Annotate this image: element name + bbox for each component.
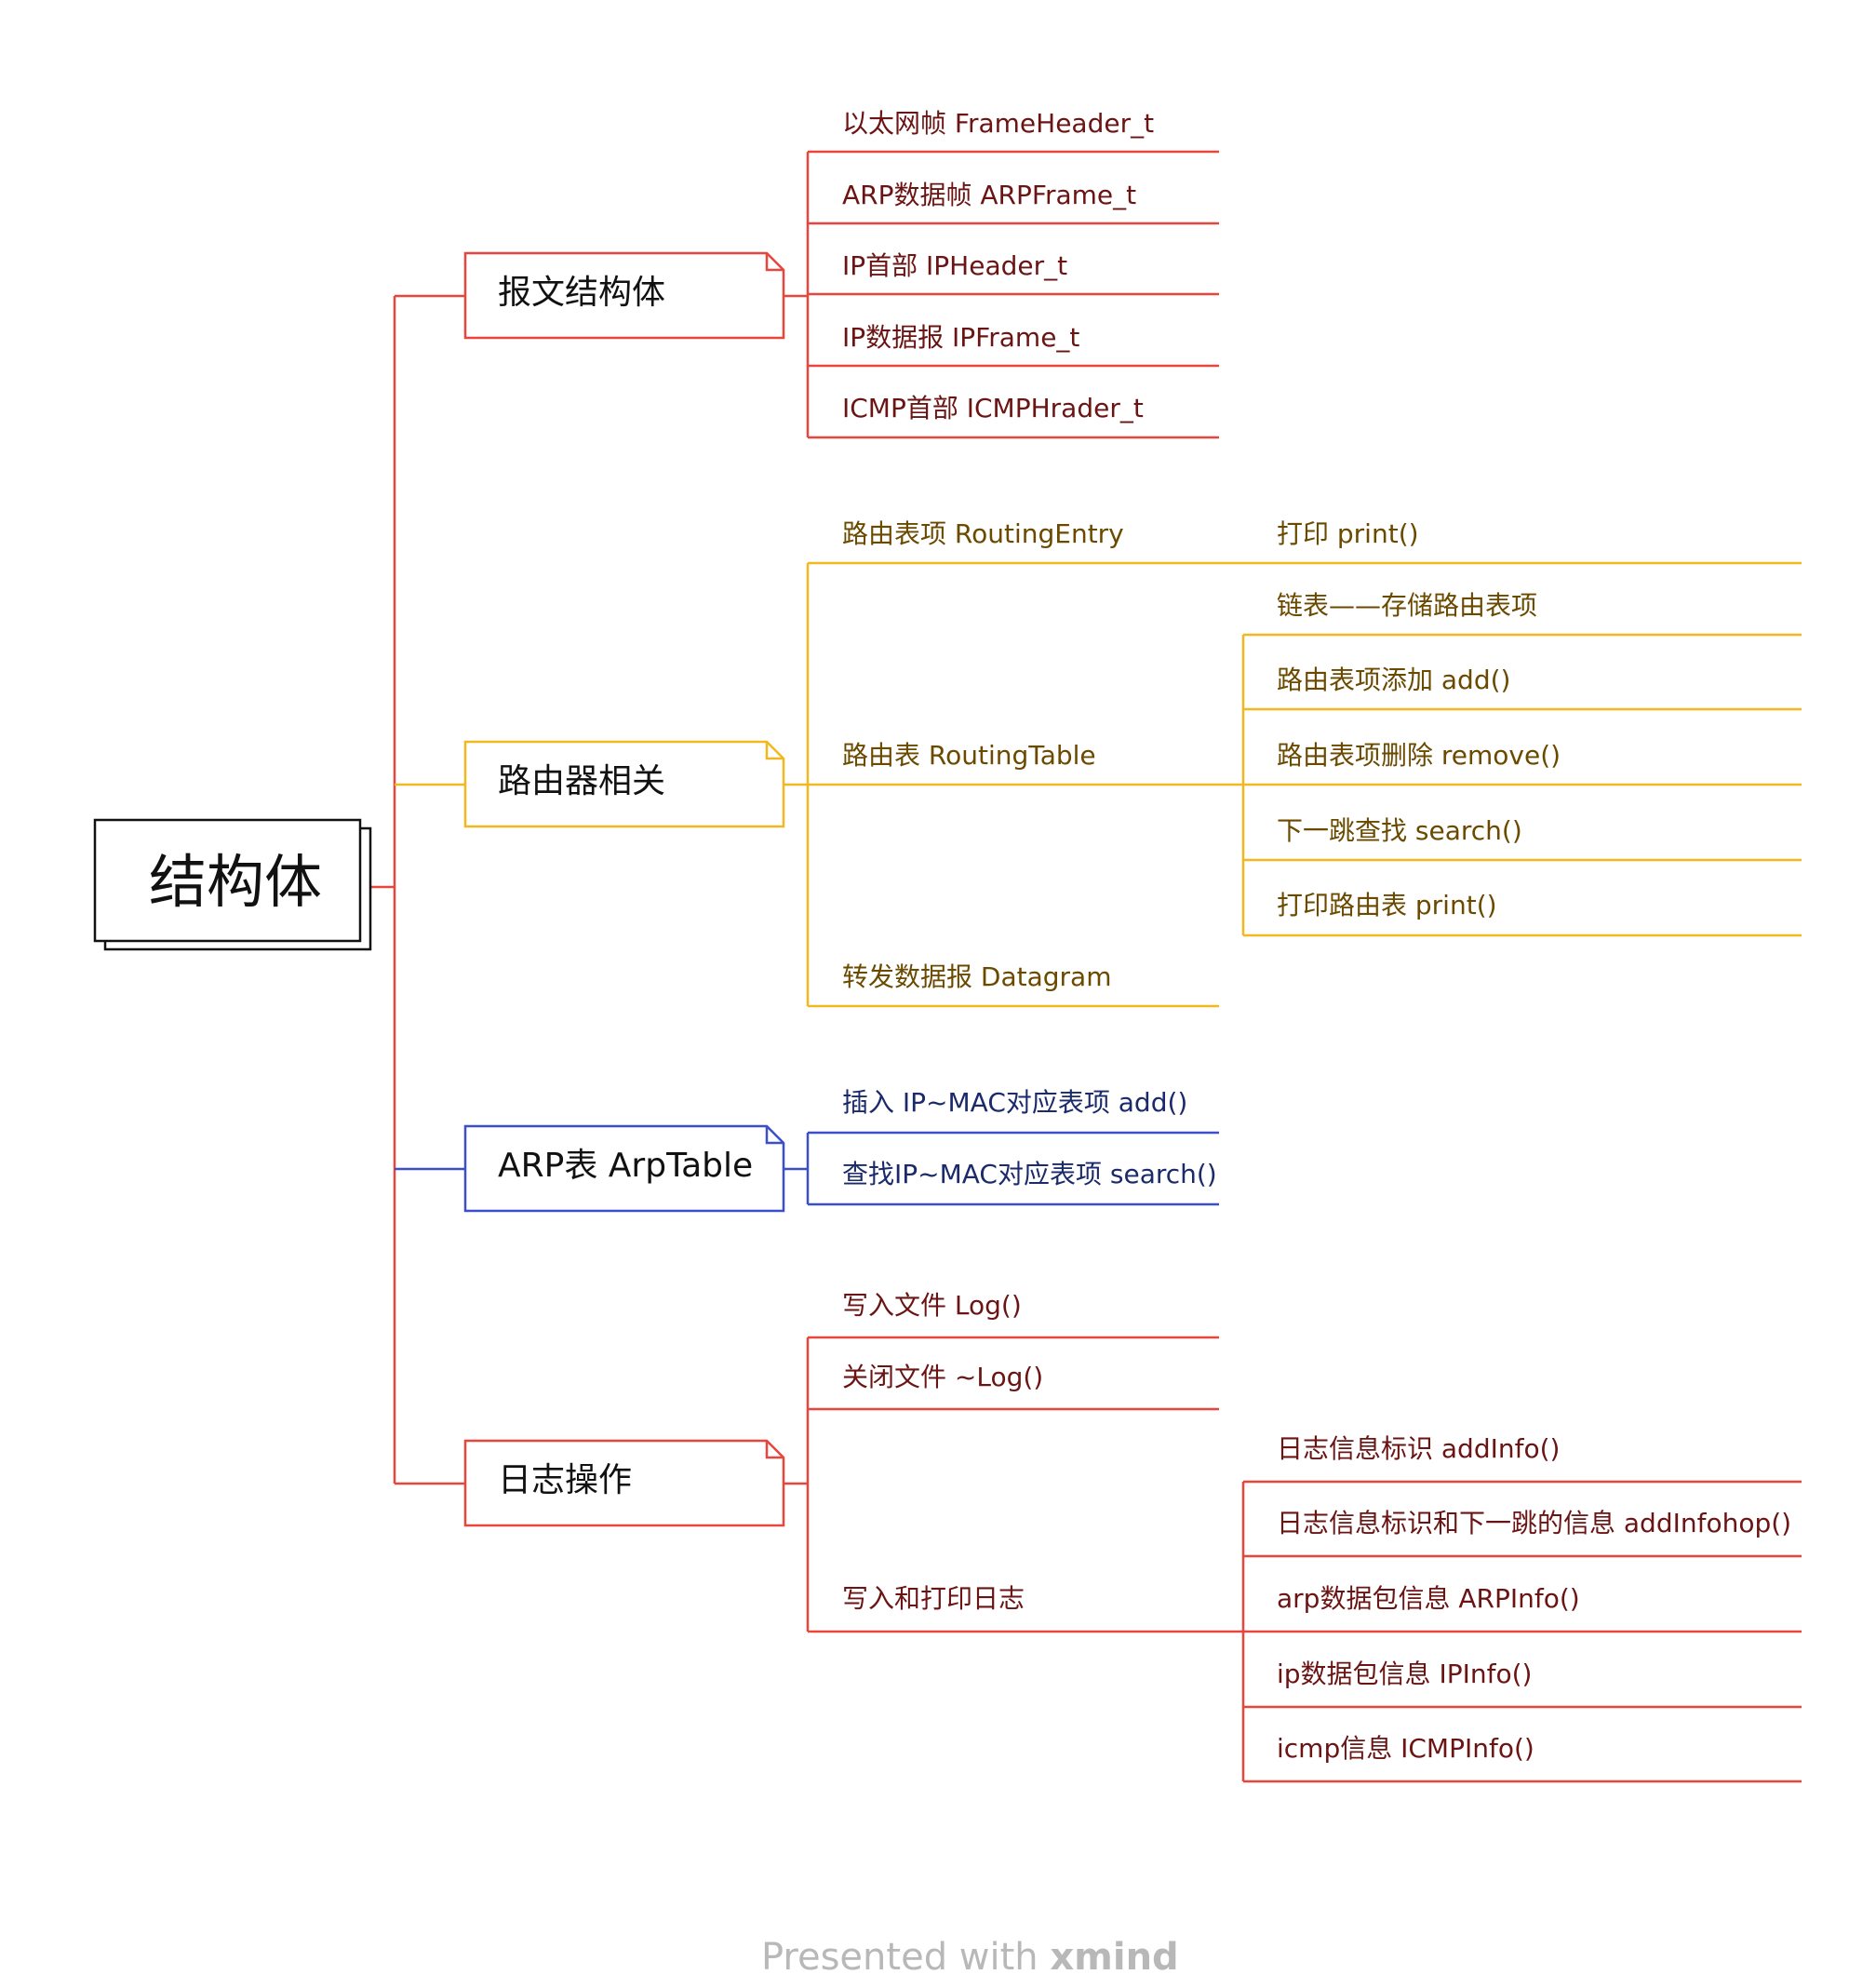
leaf-routing-table[interactable]: 路由表 RoutingTable — [842, 740, 1096, 771]
root-box — [93, 818, 362, 943]
branch-log-label[interactable]: 日志操作 — [498, 1461, 633, 1499]
topic-box-router — [463, 740, 785, 828]
leaf-log-close[interactable]: 关闭文件 ~Log() — [842, 1362, 1044, 1392]
leaf-datagram[interactable]: 转发数据报 Datagram — [842, 961, 1112, 992]
leaf-routing-table-linked-list[interactable]: 链表——存储路由表项 — [1277, 590, 1538, 621]
leaf-arp-search[interactable]: 查找IP~MAC对应表项 search() — [842, 1159, 1217, 1189]
leaf-routing-entry-print[interactable]: 打印 print() — [1277, 518, 1419, 549]
topic-box-arp — [463, 1124, 785, 1213]
xmind-logo-text: xmind — [1050, 1936, 1179, 1979]
footer-credit: Presented with xmind — [761, 1939, 1179, 1976]
leaf-routing-table-print[interactable]: 打印路由表 print() — [1277, 890, 1497, 920]
leaf-ip-frame[interactable]: IP数据报 IPFrame_t — [842, 322, 1080, 353]
leaf-ip-header[interactable]: IP首部 IPHeader_t — [842, 250, 1068, 281]
leaf-routing-entry[interactable]: 路由表项 RoutingEntry — [842, 518, 1124, 549]
leaf-arp-frame[interactable]: ARP数据帧 ARPFrame_t — [842, 180, 1137, 210]
footer-prefix: Presented with — [761, 1936, 1051, 1979]
topic-box-log — [463, 1439, 785, 1527]
leaf-routing-table-remove[interactable]: 路由表项删除 remove() — [1277, 740, 1561, 771]
leaf-log-arp-info[interactable]: arp数据包信息 ARPInfo() — [1277, 1583, 1580, 1614]
leaf-routing-table-search[interactable]: 下一跳查找 search() — [1277, 815, 1522, 846]
topic-box-log-fold — [765, 1441, 784, 1459]
leaf-log-write[interactable]: 写入文件 Log() — [842, 1290, 1022, 1321]
root-topic-label[interactable]: 结构体 — [149, 848, 323, 916]
topic-box-router-fold — [765, 742, 784, 760]
leaf-frame-header[interactable]: 以太网帧 FrameHeader_t — [842, 108, 1155, 139]
leaf-icmp-header[interactable]: ICMP首部 ICMPHrader_t — [842, 393, 1144, 423]
topic-box-arp-fold — [765, 1126, 784, 1145]
leaf-log-add-info[interactable]: 日志信息标识 addInfo() — [1277, 1433, 1561, 1464]
topic-box-message — [463, 251, 785, 340]
leaf-log-icmp-info[interactable]: icmp信息 ICMPInfo() — [1277, 1733, 1534, 1764]
leaf-log-add-info-hop[interactable]: 日志信息标识和下一跳的信息 addInfohop() — [1277, 1508, 1792, 1538]
branch-router-label[interactable]: 路由器相关 — [498, 762, 666, 800]
leaf-log-print[interactable]: 写入和打印日志 — [842, 1583, 1025, 1614]
topic-box-message-fold — [765, 253, 784, 272]
branch-message-structs-label[interactable]: 报文结构体 — [498, 274, 666, 312]
leaf-log-ip-info[interactable]: ip数据包信息 IPInfo() — [1277, 1659, 1533, 1689]
leaf-arp-add[interactable]: 插入 IP~MAC对应表项 add() — [842, 1087, 1188, 1118]
leaf-routing-table-add[interactable]: 路由表项添加 add() — [1277, 665, 1511, 695]
branch-arp-table-label[interactable]: ARP表 ArpTable — [498, 1147, 754, 1185]
